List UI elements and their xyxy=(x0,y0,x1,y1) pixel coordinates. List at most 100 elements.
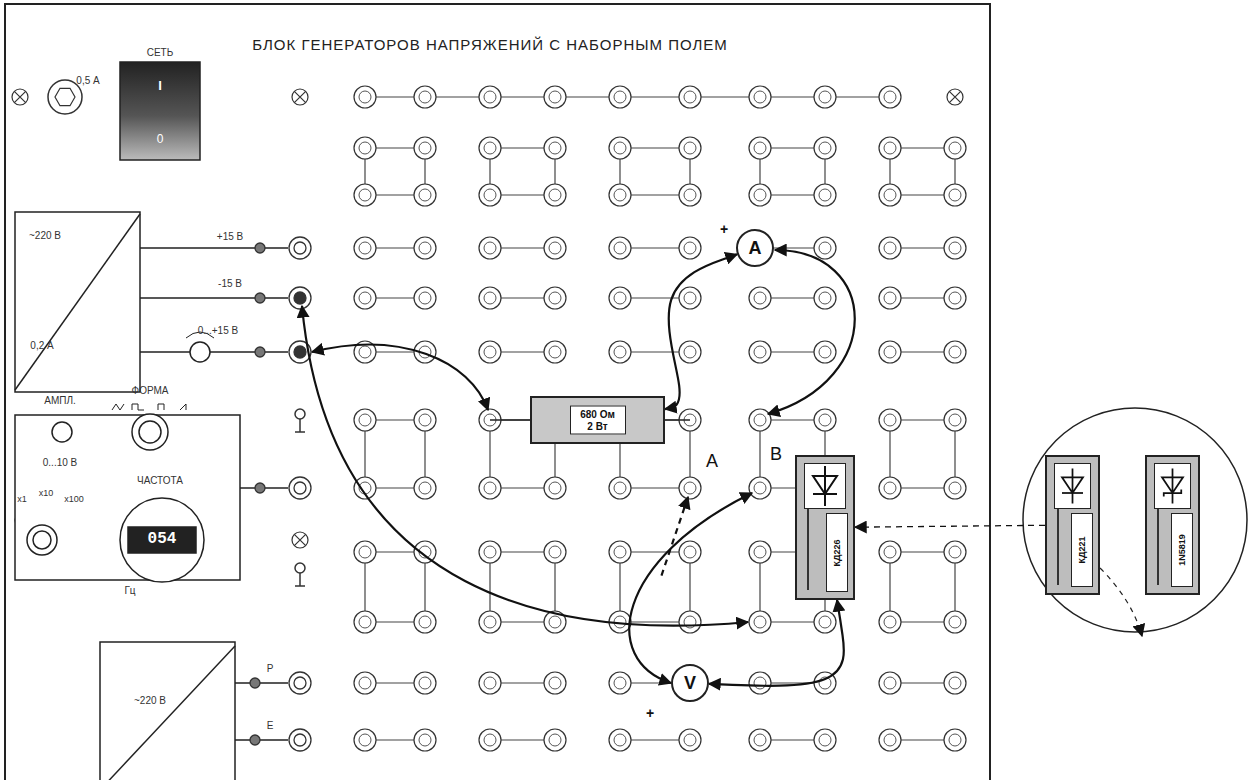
socket xyxy=(354,184,376,206)
socket xyxy=(359,189,371,201)
socket xyxy=(354,287,376,309)
socket xyxy=(614,482,626,494)
socket xyxy=(479,729,501,751)
socket xyxy=(814,137,836,159)
socket xyxy=(879,237,901,259)
socket xyxy=(679,237,701,259)
socket xyxy=(679,86,701,108)
socket xyxy=(354,86,376,108)
power-supply-block xyxy=(15,212,140,392)
socket xyxy=(609,477,631,499)
socket xyxy=(609,341,631,363)
terminal-jack xyxy=(289,672,311,694)
terminal-jack xyxy=(250,735,260,745)
socket xyxy=(359,242,371,254)
socket xyxy=(359,616,371,628)
inset-callout xyxy=(1023,408,1247,636)
socket xyxy=(884,346,896,358)
indicator-symbol xyxy=(292,89,308,105)
socket xyxy=(749,672,771,694)
diode-module: 1N5819 xyxy=(1145,455,1200,595)
terminal-jack xyxy=(294,292,306,304)
socket xyxy=(614,677,626,689)
ground-key-symbol xyxy=(295,409,305,419)
socket xyxy=(684,346,696,358)
socket xyxy=(544,86,566,108)
panel-label: АМПЛ. xyxy=(44,395,76,406)
part-label: КД221 xyxy=(1077,537,1087,564)
ground-key-symbol xyxy=(295,419,305,432)
socket xyxy=(419,142,431,154)
socket xyxy=(944,672,966,694)
panel-title: БЛОК ГЕНЕРАТОРОВ НАПРЯЖЕНИЙ С НАБОРНЫМ П… xyxy=(252,37,728,54)
socket xyxy=(944,137,966,159)
power-supply-block xyxy=(140,248,288,352)
socket xyxy=(549,292,561,304)
socket xyxy=(479,672,501,694)
generator-block xyxy=(52,422,72,442)
socket xyxy=(549,142,561,154)
socket xyxy=(479,477,501,499)
socket xyxy=(354,137,376,159)
socket xyxy=(879,137,901,159)
socket xyxy=(414,611,436,633)
socket xyxy=(549,616,561,628)
socket xyxy=(749,729,771,751)
socket xyxy=(679,237,701,259)
part-label: 680 Ом 2 Вт xyxy=(578,409,618,432)
socket xyxy=(609,287,631,309)
diode-face xyxy=(1154,463,1191,509)
socket xyxy=(614,734,626,746)
indicator-symbol xyxy=(14,91,25,102)
socket xyxy=(749,541,771,563)
socket xyxy=(414,541,436,563)
socket xyxy=(879,86,901,108)
socket xyxy=(879,184,901,206)
socket xyxy=(884,142,896,154)
socket xyxy=(414,137,436,159)
diode-symbol xyxy=(805,464,845,508)
socket xyxy=(414,611,436,633)
resistor-symbol: 680 Ом 2 Вт xyxy=(530,396,665,444)
socket xyxy=(354,541,376,563)
socket xyxy=(419,292,431,304)
socket xyxy=(944,611,966,633)
socket xyxy=(479,184,501,206)
socket xyxy=(484,292,496,304)
socket xyxy=(944,611,966,633)
panel-label: x10 xyxy=(39,489,54,499)
bottom-supply-block xyxy=(100,642,235,780)
socket xyxy=(814,237,836,259)
wire-connector xyxy=(855,525,1045,527)
socket xyxy=(354,611,376,633)
socket xyxy=(414,137,436,159)
generator-block xyxy=(139,421,161,443)
terminal-jack xyxy=(289,237,311,259)
socket xyxy=(609,477,631,499)
socket xyxy=(754,292,766,304)
socket xyxy=(814,287,836,309)
socket xyxy=(544,287,566,309)
generator-block xyxy=(27,525,57,555)
socket xyxy=(679,137,701,159)
socket xyxy=(544,341,566,363)
socket xyxy=(414,237,436,259)
diode-lead xyxy=(807,509,809,590)
socket xyxy=(749,287,771,309)
diode-symbol xyxy=(813,466,837,506)
power-switch xyxy=(120,62,200,160)
diode-bar xyxy=(1164,490,1182,497)
socket xyxy=(354,287,376,309)
terminal-jack xyxy=(255,347,265,357)
socket xyxy=(814,287,836,309)
socket xyxy=(544,672,566,694)
generator-block xyxy=(120,498,204,582)
socket xyxy=(944,409,966,431)
socket xyxy=(609,184,631,206)
indicator-symbol xyxy=(12,89,28,105)
socket xyxy=(879,184,901,206)
socket xyxy=(944,541,966,563)
bottom-supply-block xyxy=(100,646,235,780)
